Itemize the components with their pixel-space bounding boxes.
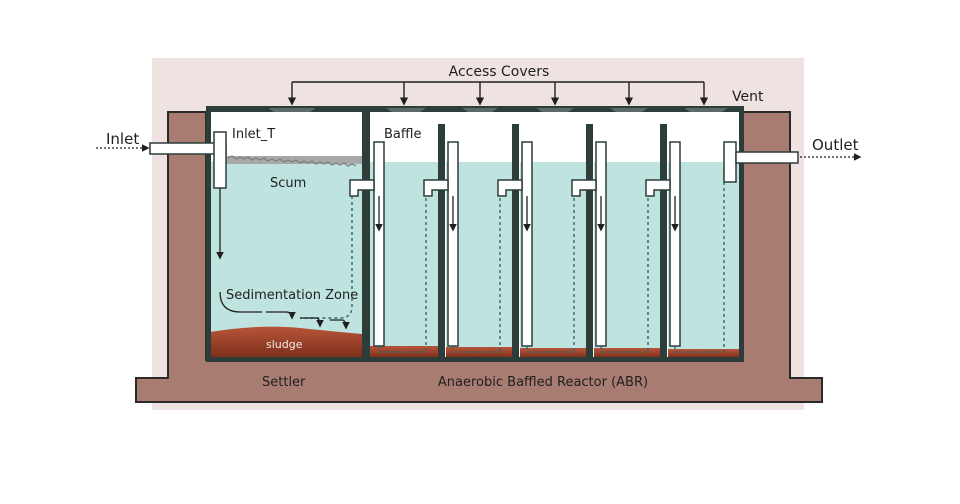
- standing-wall-1: [438, 124, 445, 358]
- down-pipe-4: [595, 141, 607, 347]
- flow-lines: [300, 170, 725, 353]
- settler-flow: [216, 188, 350, 330]
- cover-marker-icon: [610, 108, 648, 112]
- pipe-elbows: [349, 179, 671, 197]
- baffle-pipes: [373, 141, 681, 347]
- scum-layer: [226, 156, 362, 164]
- vent-label: Vent: [732, 89, 764, 105]
- abr-sludge-5: [668, 349, 740, 358]
- tank-floor: [206, 357, 744, 362]
- outlet-pipe-horizontal: [735, 151, 799, 164]
- settler-label: Settler: [262, 375, 306, 390]
- standing-wall-4: [660, 124, 667, 358]
- standing-wall-3: [586, 124, 593, 358]
- abr-sludge-2: [446, 347, 516, 358]
- down-pipe-3: [521, 141, 533, 347]
- sludge-label: sludge: [266, 338, 303, 351]
- inlet-t-pipe: [213, 131, 227, 189]
- abr-label: Anaerobic Baffled Reactor (ABR): [438, 375, 648, 390]
- inlet-t-label: Inlet_T: [232, 127, 275, 142]
- down-pipe-5: [669, 141, 681, 347]
- cover-marker-icon: [386, 108, 426, 112]
- abr-walls: [438, 124, 667, 358]
- access-covers-label: Access Covers: [449, 64, 550, 80]
- sedimentation-zone-label: Sedimentation Zone: [226, 288, 358, 303]
- down-pipe-2: [447, 141, 459, 347]
- scum-texture: [227, 155, 357, 167]
- cover-marker-icon: [536, 108, 574, 112]
- access-covers-bracket: [287, 81, 709, 106]
- abr-sludge-4: [594, 348, 664, 358]
- inlet-label: Inlet: [106, 130, 139, 148]
- cover-marker-icon: [684, 108, 728, 112]
- settler-wall: [362, 112, 370, 358]
- pipe-flow-arrows: [375, 196, 679, 232]
- abr-sludge-3: [520, 348, 590, 358]
- cover-marker-icon: [268, 108, 316, 112]
- tank-left-wall: [206, 106, 211, 362]
- settler-water: [210, 162, 362, 358]
- standing-wall-2: [512, 124, 519, 358]
- tank-right-wall: [739, 106, 744, 362]
- access-covers: [268, 108, 728, 112]
- baffle-label: Baffle: [384, 127, 421, 142]
- outlet-label: Outlet: [812, 136, 859, 154]
- scum-label: Scum: [270, 176, 306, 191]
- settler-sludge: [210, 326, 362, 358]
- down-pipe-1: [373, 141, 385, 347]
- outlet-pipe-vertical: [723, 141, 737, 183]
- cover-marker-icon: [462, 108, 498, 112]
